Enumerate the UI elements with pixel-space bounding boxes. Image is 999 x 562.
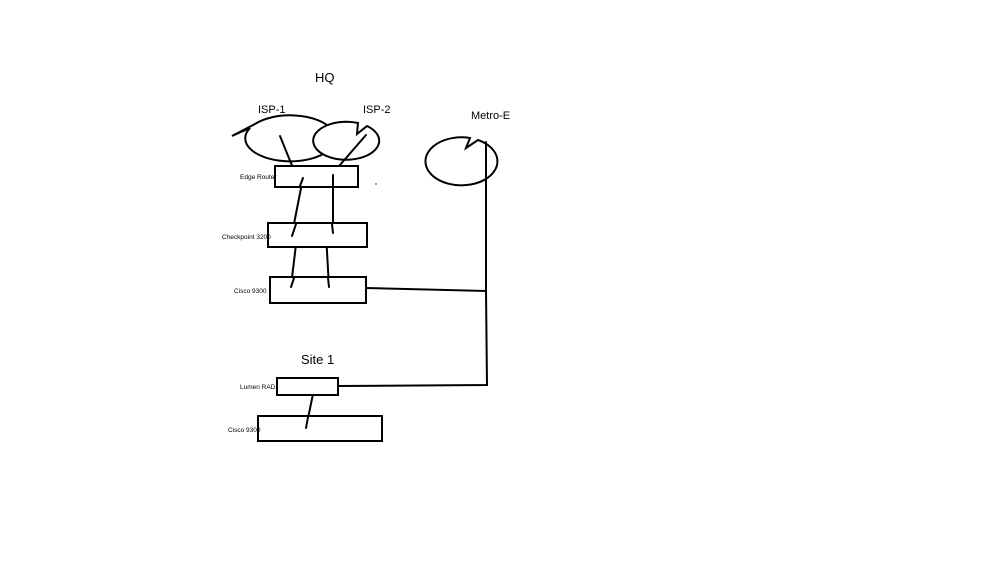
- checkpoint-right-port: [331, 223, 334, 234]
- checkpoint-left-port: [291, 223, 297, 237]
- edge-router-label: Edge Router: [240, 174, 277, 181]
- site1-cisco-port: [305, 416, 309, 429]
- checkpoint-box: [267, 222, 368, 248]
- lumen-rad-label: Lumen RAD: [240, 384, 276, 391]
- metro-e-cloud: Metro-E: [424, 110, 510, 187]
- isp2-label: ISP-2: [363, 104, 391, 116]
- metro-e-label: Metro-E: [471, 110, 510, 122]
- lumen-rad-box: [276, 377, 339, 396]
- hq-cisco-right-port: [327, 277, 330, 288]
- checkpoint-label: Checkpoint 3200: [222, 234, 271, 241]
- isp2-cloud: ISP-2: [312, 104, 391, 161]
- hq-cisco-label: Cisco 9300: [234, 288, 267, 295]
- stray-dot: [375, 183, 377, 185]
- hq-cisco-box: [269, 276, 367, 304]
- site1-title: Site 1: [301, 352, 334, 367]
- isp1-label: ISP-1: [258, 104, 286, 116]
- site1-cisco-label: Cisco 9300: [228, 427, 261, 434]
- site1-cisco-box: [257, 415, 383, 442]
- hq-cisco-left-port: [290, 277, 295, 288]
- edge-router-box: [274, 165, 359, 188]
- metro-e-site1-link-line: [337, 290, 489, 387]
- hq-title: HQ: [315, 70, 335, 85]
- edge-router-left-port: [299, 177, 304, 187]
